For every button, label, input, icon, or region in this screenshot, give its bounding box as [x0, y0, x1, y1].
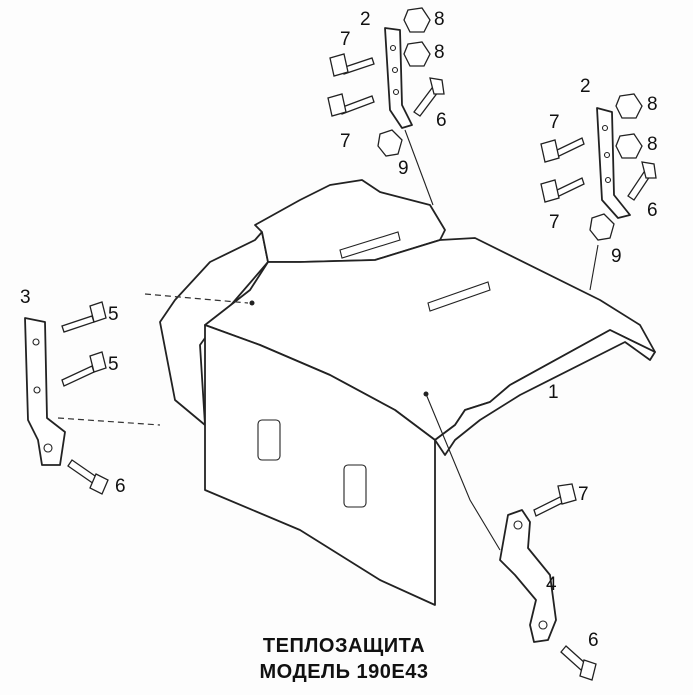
callout-5-upper: 5	[108, 304, 119, 325]
caption-line-1: ТЕПЛОЗАЩИТА	[263, 635, 425, 657]
callout-8-right-2: 8	[647, 134, 658, 155]
callout-8-top-1: 8	[434, 9, 445, 30]
bolt-7-top-2	[327, 93, 375, 117]
nut-8-right-1	[615, 93, 643, 119]
callout-7-bracket-4: 7	[578, 484, 589, 505]
bolt-7-right-2	[540, 177, 585, 203]
bracket-part-4	[499, 509, 557, 643]
bolt-6-top	[413, 77, 445, 117]
bracket-part-2-top	[384, 27, 413, 129]
nut-8-top-1	[403, 7, 431, 33]
callout-6-left: 6	[115, 476, 126, 497]
bolt-7-right-1	[540, 137, 585, 163]
bolt-5-upper	[61, 301, 107, 333]
callout-2-right: 2	[580, 76, 591, 97]
callout-6-top: 6	[436, 110, 447, 131]
callout-1: 1	[548, 382, 559, 403]
bolt-5-lower	[61, 351, 107, 387]
callout-5-lower: 5	[108, 354, 119, 375]
callout-6-bracket-4: 6	[588, 630, 599, 651]
callout-8-right-1: 8	[647, 94, 658, 115]
caption-line-2: МОДЕЛЬ 190E43	[260, 661, 429, 683]
callout-6-right: 6	[647, 200, 658, 221]
bolt-6-left	[67, 459, 109, 495]
callout-7-right-2: 7	[549, 212, 560, 233]
callout-2-top: 2	[360, 9, 371, 30]
callout-7-top-1: 7	[340, 29, 351, 50]
callout-7-right-1: 7	[549, 112, 560, 133]
bolt-7-bracket-4	[533, 483, 577, 517]
bracket-part-3	[24, 317, 66, 466]
bracket-part-2-right	[596, 107, 631, 219]
callout-4: 4	[546, 574, 557, 595]
bolt-6-bracket-4	[560, 645, 597, 681]
callout-3: 3	[20, 287, 31, 308]
nut-8-right-2	[615, 133, 643, 159]
callout-8-top-2: 8	[434, 42, 445, 63]
nut-9-top	[377, 129, 403, 157]
bolt-6-right	[627, 161, 657, 201]
bolt-7-top-1	[329, 53, 375, 77]
heat-shield-part-1	[159, 179, 656, 606]
callout-7-top-2: 7	[340, 131, 351, 152]
callout-9-top: 9	[398, 158, 409, 179]
callout-9-right: 9	[611, 246, 622, 267]
nut-9-right	[589, 213, 615, 241]
nut-8-top-2	[403, 41, 431, 67]
